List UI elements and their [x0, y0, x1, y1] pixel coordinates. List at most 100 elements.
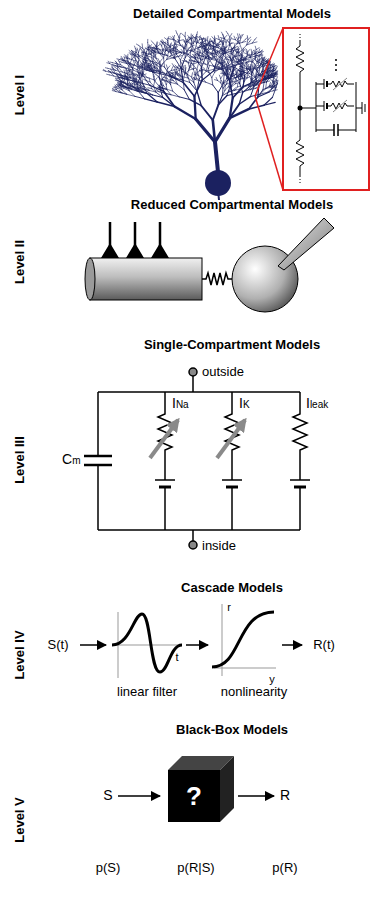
dendrite-branch [159, 85, 162, 88]
component-label: Cm [62, 452, 80, 467]
dendrite-branch [213, 120, 215, 142]
dendrite-branch [157, 63, 165, 67]
level-title: Detailed Compartmental Models [133, 7, 331, 21]
dendrite-branch [218, 80, 221, 82]
dendrite-branch [146, 70, 150, 72]
dendrite-branch [144, 52, 147, 55]
dendrite-branch [242, 82, 244, 88]
dendrite-branch [142, 56, 145, 61]
dendrite-branch [240, 65, 242, 68]
dendrite-branch [263, 57, 265, 60]
dendrite-branch [213, 65, 215, 68]
level-title: Cascade Models [181, 581, 283, 595]
dendrite-branch [138, 48, 140, 52]
dendrite-branch [208, 69, 209, 73]
dendrite-branch [192, 78, 196, 80]
dendrite-branch [240, 38, 241, 43]
dendrite-branch [108, 68, 111, 70]
dendrite-branch [153, 61, 155, 64]
subscripted-symbol: Cm [62, 452, 80, 467]
dendrite-branch [166, 65, 167, 69]
dendrite-branch [152, 65, 155, 68]
dendrite-branch [220, 78, 221, 82]
dendrite-branch [243, 67, 247, 69]
dendrite-branch [169, 45, 173, 50]
dendrite-branch [217, 64, 219, 67]
level-title: Single-Compartment Models [144, 338, 320, 352]
dendrite-branch [207, 51, 208, 54]
dendrite-branch [224, 82, 226, 85]
dendrite-branch [247, 77, 250, 79]
dendrite-branch [257, 79, 259, 81]
dendrite-branch [276, 83, 277, 87]
dendrite-branch [238, 59, 241, 62]
dendrite-branch [237, 70, 238, 73]
dendrite-branch [164, 72, 165, 74]
dendrite-branch [243, 49, 245, 52]
dendrite-branch [222, 84, 223, 89]
dendrite-branch [157, 44, 160, 47]
dendrite-branch [234, 36, 236, 40]
dendrite-branch [184, 90, 189, 100]
dendrite-branch [268, 68, 271, 71]
dendrite-branch [160, 59, 162, 62]
dendrite-branch [133, 60, 134, 64]
dendrite-branch [122, 72, 130, 75]
dendrite-branch [250, 68, 252, 73]
dendrite-branch [135, 87, 139, 89]
dendrite-branch [197, 39, 198, 42]
dendrite-branch [185, 43, 186, 48]
dendrite-branch [212, 56, 216, 58]
dendrite-branch [204, 52, 207, 54]
dendrite-branch [256, 74, 258, 76]
dendrite-branch [208, 56, 209, 59]
dendrite-branch [169, 71, 172, 73]
dendrite-branch [196, 32, 198, 35]
dendrite-branch [240, 78, 244, 79]
dendrite-branch [155, 72, 161, 74]
dendrite-branch [122, 67, 126, 68]
dendrite-branch [163, 58, 165, 67]
dendrite-branch [121, 65, 126, 68]
dendrite-branch [254, 63, 255, 68]
level-label: Level III [13, 436, 27, 484]
dendrite-branch [162, 80, 166, 81]
dendrite-branch [252, 68, 254, 73]
dendrite-branch [176, 72, 178, 74]
dendrite-branch [207, 58, 209, 64]
dendrite-branch [263, 63, 267, 64]
dendrite-branch [228, 33, 230, 37]
dendrite-branch [216, 77, 217, 80]
dendrite-branch [236, 48, 240, 50]
dendrite-branch [118, 67, 122, 72]
dendrite-branch [110, 62, 112, 64]
dendrite-branch [249, 54, 250, 57]
dendrite-branch [232, 84, 236, 87]
dendrite-branch [261, 57, 263, 60]
dendrite-branch [239, 63, 243, 64]
dendrite-branch [165, 81, 167, 85]
dendrite-branch [181, 61, 183, 64]
dendrite-branch [218, 67, 221, 70]
dendrite-branch [179, 33, 181, 37]
dendrite-branch [131, 52, 134, 55]
probability-label: p(R) [272, 861, 297, 875]
dendrite-branch [122, 76, 126, 77]
dendrite-branch [224, 61, 226, 64]
dendrite-branch [203, 51, 207, 53]
dendrite-branch [242, 78, 244, 82]
dendrite-branch [126, 57, 128, 61]
dendrite-branch [188, 63, 189, 68]
dendrite-branch [175, 31, 177, 34]
dendrite-branch [264, 62, 267, 64]
dendrite-branch [162, 53, 163, 58]
dendrite-branch [203, 44, 204, 48]
level-label: Level V [13, 797, 27, 843]
dendrite-branch [225, 87, 228, 90]
dendrite-branch [188, 55, 195, 59]
dendrite-branch [168, 66, 170, 69]
dendrite-branch [236, 40, 240, 44]
dendrite-branch [214, 40, 215, 44]
dendrite-branch [177, 50, 181, 53]
dendrite-branch [230, 104, 240, 118]
